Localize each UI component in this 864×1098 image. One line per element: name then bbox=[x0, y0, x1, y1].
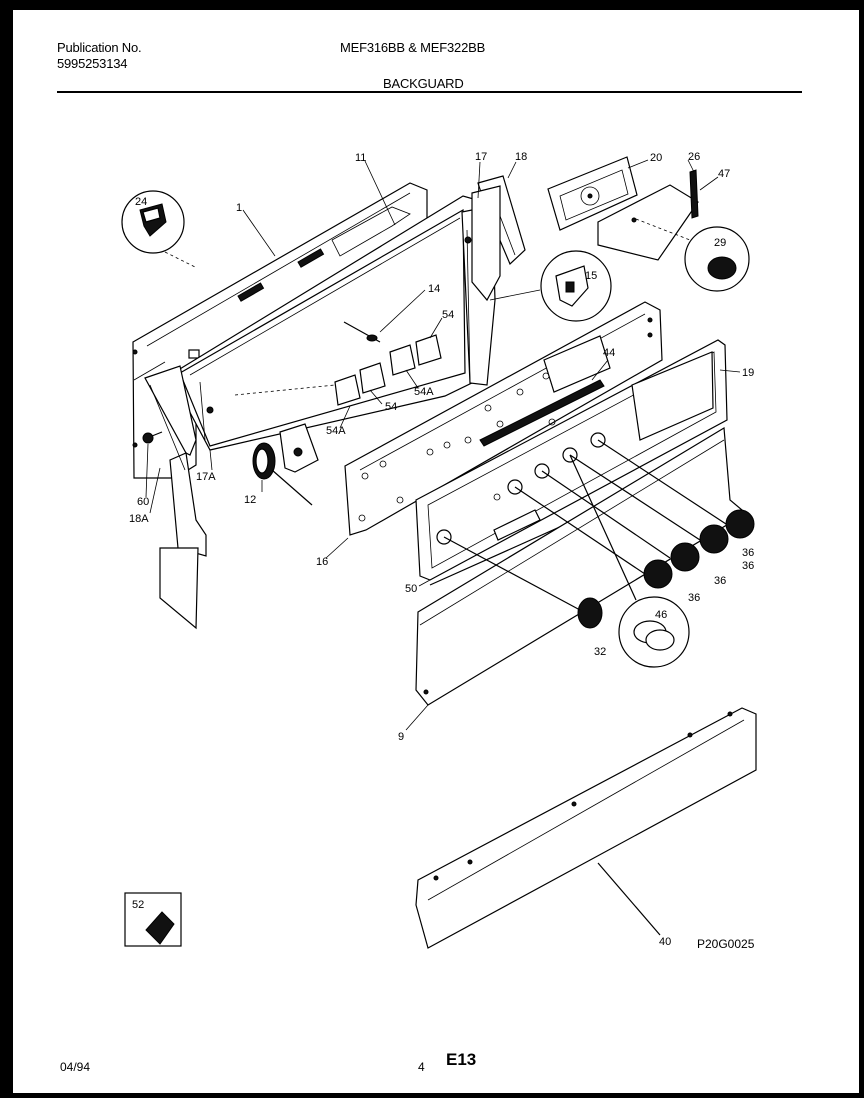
label-17: 17 bbox=[475, 151, 487, 163]
part-36-knobs bbox=[514, 439, 755, 589]
leader-lines bbox=[145, 159, 741, 731]
label-19: 19 bbox=[742, 367, 754, 379]
part-12-thermostat bbox=[252, 423, 319, 506]
diagram-code: P20G0025 bbox=[697, 937, 755, 951]
label-54-a: 54 bbox=[385, 401, 397, 413]
part-24-detail-circle bbox=[121, 190, 198, 269]
label-11: 11 bbox=[355, 152, 366, 164]
label-52: 52 bbox=[132, 899, 144, 911]
label-1: 1 bbox=[236, 202, 242, 214]
part-18a-side-trim bbox=[144, 365, 207, 630]
label-54a-a: 54A bbox=[414, 386, 434, 398]
part-14-wire bbox=[343, 321, 381, 343]
part-54-switches bbox=[234, 334, 442, 406]
part-18-end-cap bbox=[471, 175, 526, 302]
part-20-clock bbox=[547, 156, 638, 231]
label-9: 9 bbox=[398, 731, 404, 743]
part-46-detail-circle bbox=[569, 454, 690, 668]
label-20: 20 bbox=[650, 152, 662, 164]
publication-label: Publication No. bbox=[57, 40, 142, 55]
part-40-kick-panel bbox=[415, 707, 757, 949]
label-17a: 17A bbox=[196, 471, 216, 483]
page-number: 4 bbox=[418, 1060, 425, 1074]
part-32-knob bbox=[443, 536, 603, 629]
header-rule bbox=[57, 91, 802, 93]
publication-number: 5995253134 bbox=[57, 56, 128, 71]
label-16: 16 bbox=[316, 556, 328, 568]
label-15: 15 bbox=[585, 270, 597, 282]
part-52-detail-box bbox=[124, 892, 182, 947]
part-16-control-panel bbox=[344, 301, 663, 536]
part-labels: 1 9 11 12 14 15 16 17 17A 18 18A 19 20 2… bbox=[129, 151, 754, 948]
label-14: 14 bbox=[428, 283, 440, 295]
label-60: 60 bbox=[137, 496, 149, 508]
part-29-detail-circle bbox=[635, 218, 750, 292]
label-47: 47 bbox=[718, 168, 730, 180]
label-36-b: 36 bbox=[742, 560, 754, 572]
part-15-detail-circle bbox=[489, 250, 612, 322]
label-29: 29 bbox=[714, 237, 726, 249]
page-code: E13 bbox=[446, 1050, 477, 1069]
label-32: 32 bbox=[594, 646, 606, 658]
label-26: 26 bbox=[688, 151, 700, 163]
label-40: 40 bbox=[659, 936, 671, 948]
part-1-backguard-panel bbox=[132, 182, 428, 479]
part-26-overlay bbox=[597, 169, 699, 261]
label-44: 44 bbox=[603, 347, 615, 359]
label-36-d: 36 bbox=[688, 592, 700, 604]
label-12: 12 bbox=[244, 494, 256, 506]
label-18a: 18A bbox=[129, 513, 149, 525]
label-46: 46 bbox=[655, 609, 667, 621]
model-numbers: MEF316BB & MEF322BB bbox=[340, 40, 486, 55]
label-50: 50 bbox=[405, 583, 417, 595]
label-24: 24 bbox=[135, 196, 147, 208]
label-18: 18 bbox=[515, 151, 527, 163]
label-36-c: 36 bbox=[714, 575, 726, 587]
publication-date: 04/94 bbox=[60, 1060, 91, 1074]
part-60-screw bbox=[142, 431, 163, 444]
label-54-b: 54 bbox=[442, 309, 454, 321]
label-36-a: 36 bbox=[742, 547, 754, 559]
label-54a-b: 54A bbox=[326, 425, 346, 437]
section-title: BACKGUARD bbox=[383, 76, 464, 91]
